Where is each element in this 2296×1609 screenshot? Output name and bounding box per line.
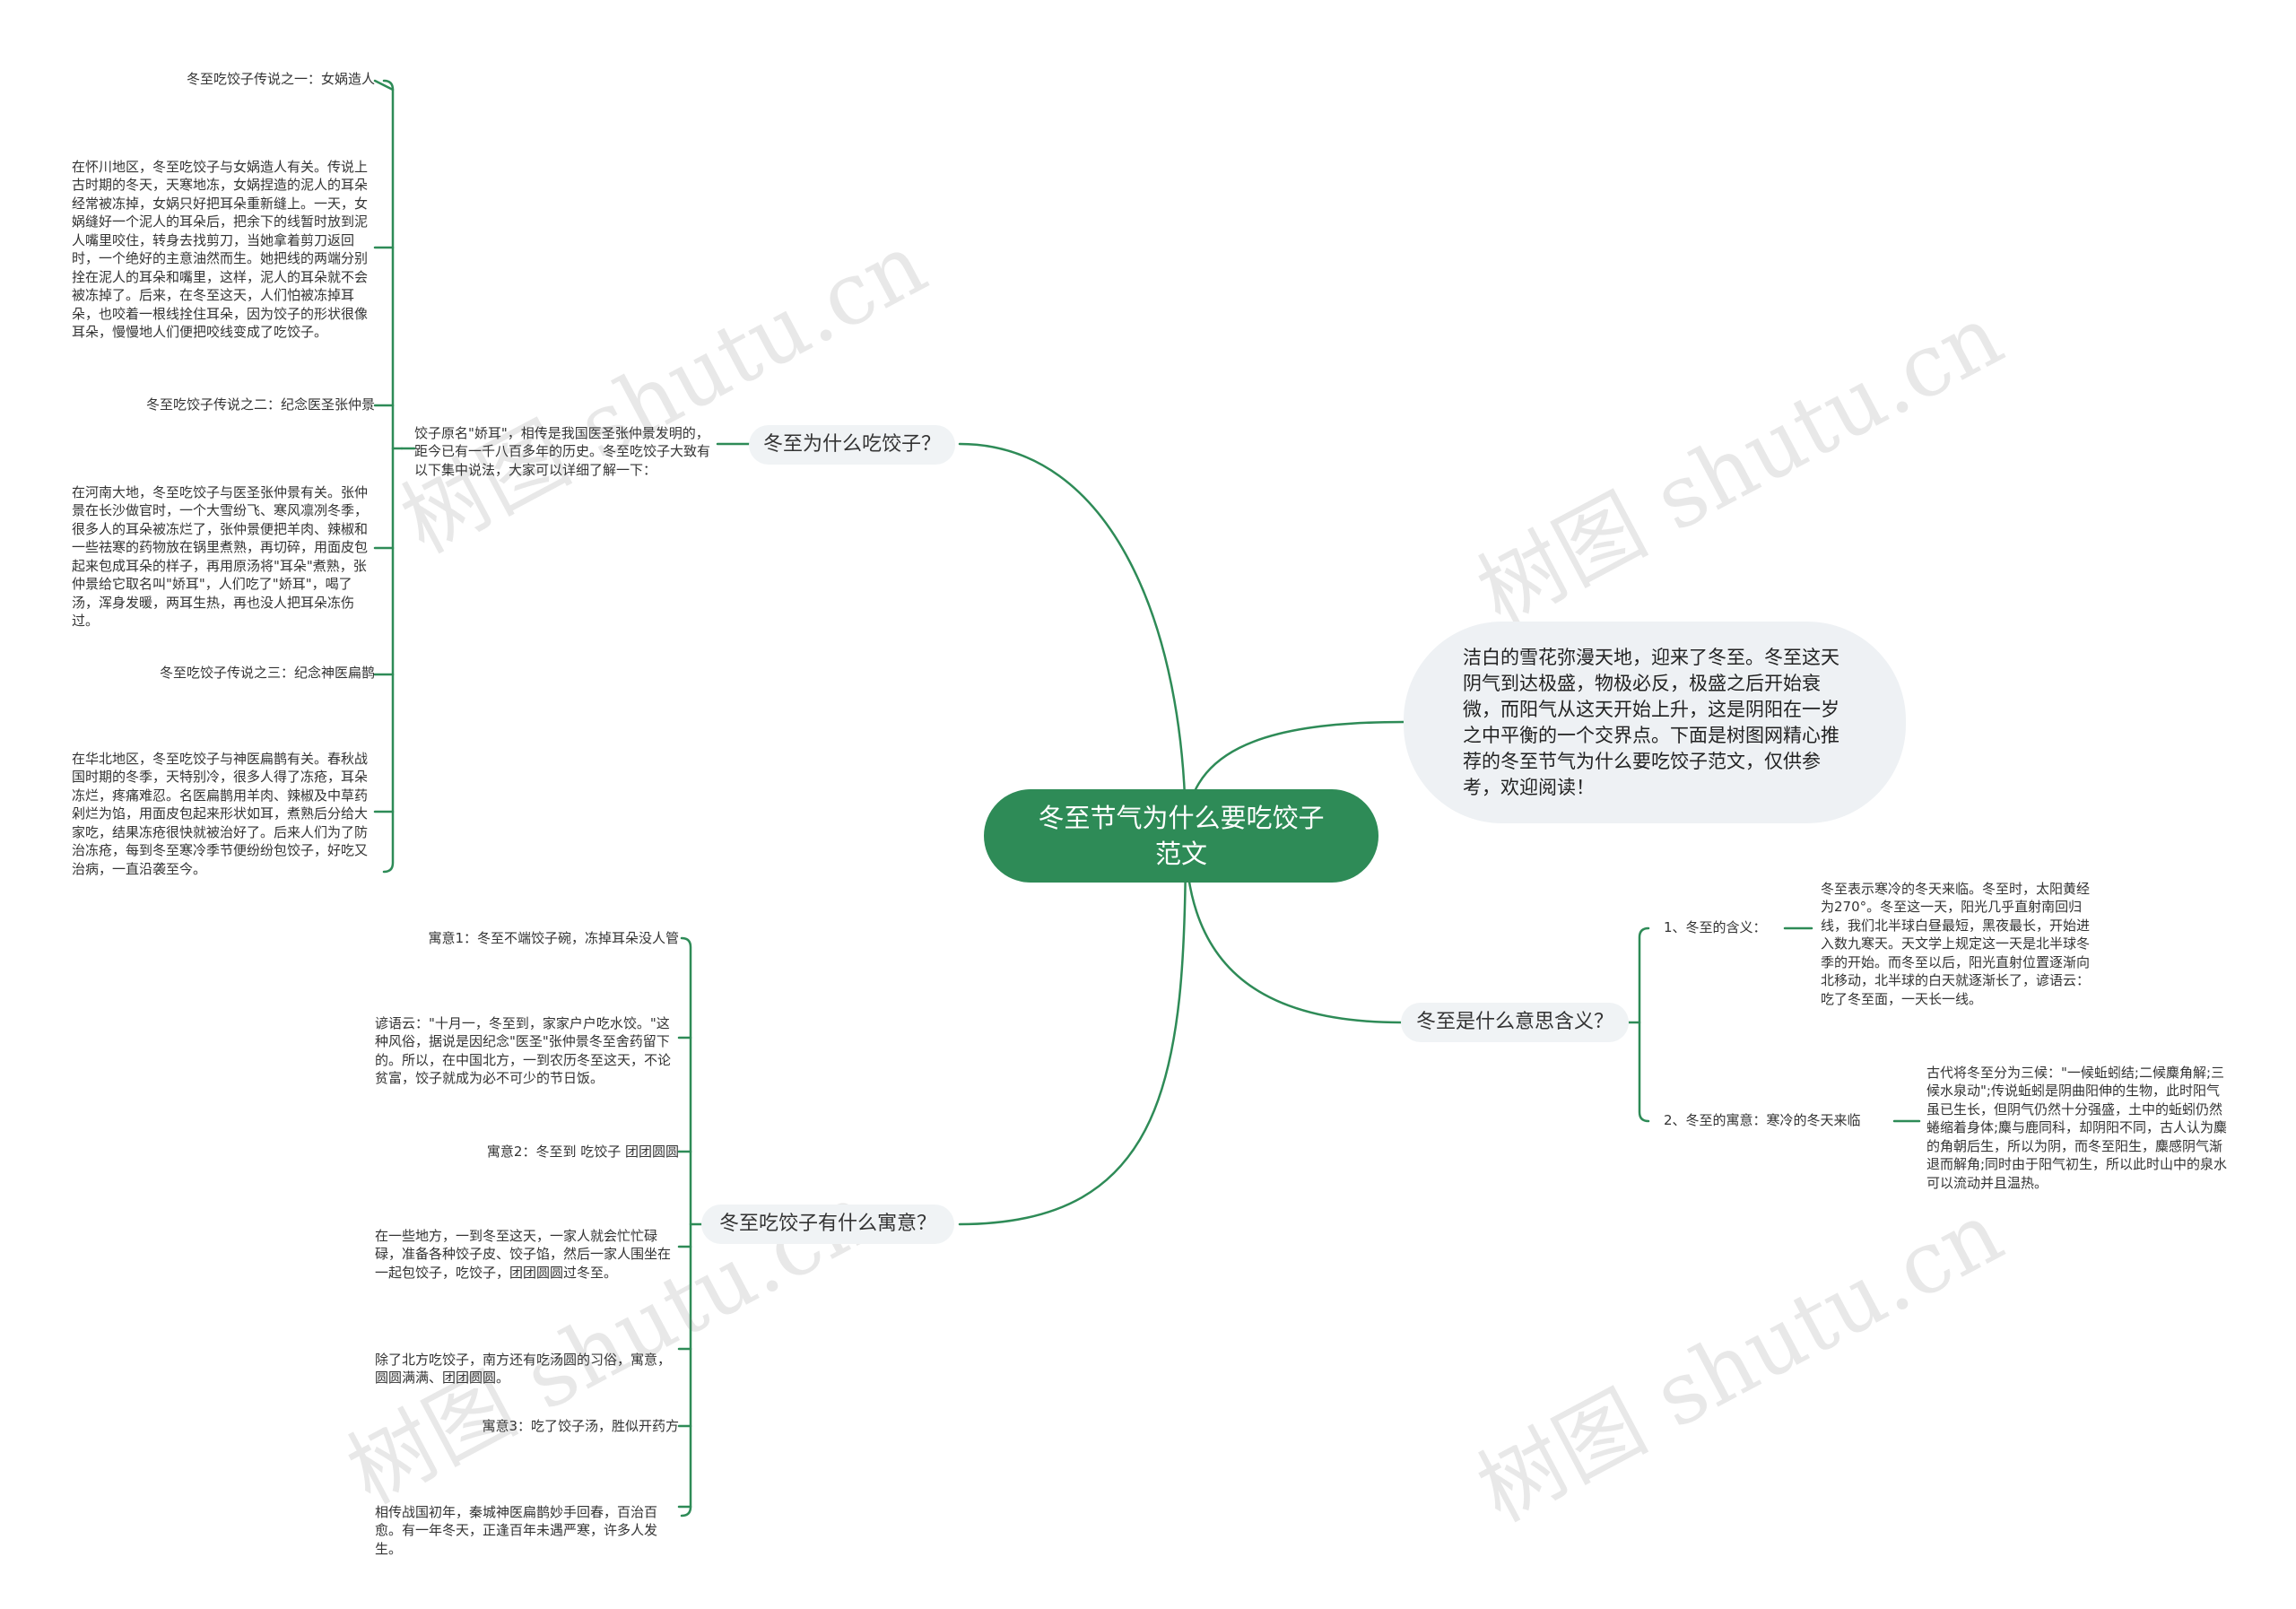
omen2-text-b: 除了北方吃饺子，南方还有吃汤圆的习俗，寓意，圆圆满满、团团圆圆。 xyxy=(375,1351,672,1387)
root-title: 冬至节气为什么要吃饺子范文 xyxy=(1038,803,1325,869)
branch-omen-label: 冬至吃饺子有什么寓意？ xyxy=(718,1213,936,1235)
meaning-sub1-label: 1、冬至的含义： xyxy=(1664,919,1767,935)
omen2-text: 在一些地方，一到冬至这天，一家人就会忙忙碌碌，准备各种饺子皮、饺子馅，然后一家人… xyxy=(375,1227,672,1281)
omen1-title: 寓意1：冬至不端饺子碗，冻掉耳朵没人管 xyxy=(428,930,679,946)
omen3-title: 寓意3：吃了饺子汤，胜似开药方 xyxy=(482,1418,679,1434)
branch-meaning[interactable]: 冬至是什么意思含义？ xyxy=(1401,1003,1629,1042)
meaning-sub2-text: 古代将冬至分为三候："一候蚯蚓结;二候麋角解;三候水泉动";传说蚯蚓是阴曲阳伸的… xyxy=(1926,1064,2228,1191)
legend3-text: 在华北地区，冬至吃饺子与神医扁鹊有关。春秋战国时期的冬季，天特别冷，很多人得了冻… xyxy=(72,750,369,877)
legend1-title: 冬至吃饺子传说之一：女娲造人 xyxy=(186,71,375,87)
legend3-title: 冬至吃饺子传说之三：纪念神医扁鹊 xyxy=(159,665,375,681)
omen3-text: 相传战国初年，秦城神医扁鹊妙手回春，百治百愈。有一年冬天，正逢百年未遇严寒，许多… xyxy=(375,1503,658,1557)
watermark: 树图 shutu.cn xyxy=(386,213,942,573)
root-node[interactable]: 冬至节气为什么要吃饺子范文 xyxy=(984,789,1378,883)
meaning-sub2-label: 2、冬至的寓意：寒冷的冬天来临 xyxy=(1664,1112,1861,1128)
link-root-omen xyxy=(958,834,1187,1226)
watermark: 树图 shutu.cn xyxy=(1462,285,2018,645)
why-summary-text: 饺子原名"娇耳"，相传是我国医圣张仲景发明的，距今已有一千八百多年的历史。冬至吃… xyxy=(414,424,711,478)
bracket-why xyxy=(382,79,395,874)
omen1-text: 谚语云："十月一，冬至到，家家户户吃水饺。"这种风俗，据说是因纪念"医圣"张仲景… xyxy=(375,1014,672,1087)
why-summary: 饺子原名"娇耳"，相传是我国医圣张仲景发明的，距今已有一千八百多年的历史。冬至吃… xyxy=(414,405,718,479)
bracket-omen xyxy=(680,936,692,1518)
branch-omen[interactable]: 冬至吃饺子有什么寓意？ xyxy=(701,1205,954,1244)
branch-meaning-label: 冬至是什么意思含义？ xyxy=(1415,1011,1613,1033)
branch-why-label: 冬至为什么吃饺子？ xyxy=(762,433,941,456)
bracket-meaning xyxy=(1638,926,1650,1123)
watermark: 树图 shutu.cn xyxy=(1462,1182,2018,1542)
meaning-sub1-text: 冬至表示寒冷的冬天来临。冬至时，太阳黄经为270°。冬至这一天，阳光几乎直射南回… xyxy=(1821,880,2091,1007)
intro-node[interactable]: 洁白的雪花弥漫天地，迎来了冬至。冬至这天阴气到达极盛，物极必反，极盛之后开始衰微… xyxy=(1404,622,1906,823)
intro-text: 洁白的雪花弥漫天地，迎来了冬至。冬至这天阴气到达极盛，物极必反，极盛之后开始衰微… xyxy=(1463,646,1839,798)
omen2-title: 寓意2：冬至到 吃饺子 团团圆圆 xyxy=(486,1144,679,1160)
link-root-why xyxy=(958,442,1187,838)
legend2-title: 冬至吃饺子传说之二：纪念医圣张仲景 xyxy=(145,396,375,413)
legend1-text: 在怀川地区，冬至吃饺子与女娲造人有关。传说上古时期的冬天，天寒地冻，女娲捏造的泥… xyxy=(72,158,369,341)
legend2-text: 在河南大地，冬至吃饺子与医圣张仲景有关。张仲景在长沙做官时，一个大雪纷飞、寒风凛… xyxy=(72,483,369,630)
branch-why-eat-dumplings[interactable]: 冬至为什么吃饺子？ xyxy=(749,425,955,465)
